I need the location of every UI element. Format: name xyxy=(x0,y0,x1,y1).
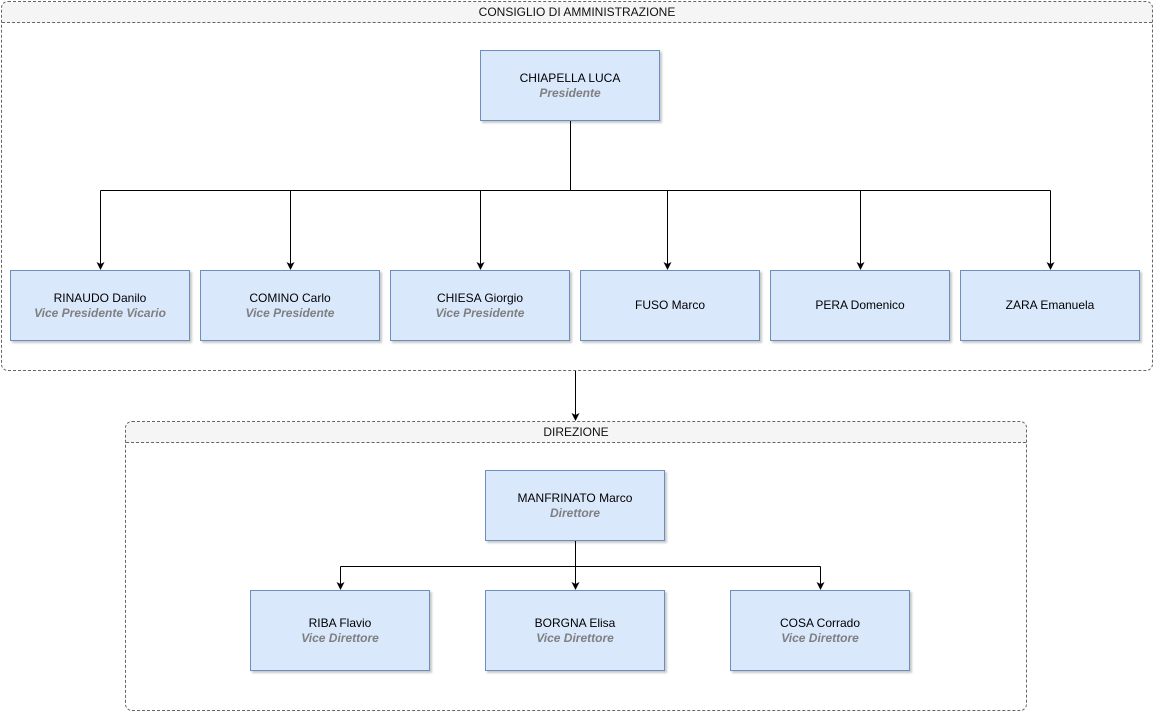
node-name: COMINO Carlo xyxy=(249,290,331,305)
node-role: Presidente xyxy=(539,85,601,100)
node-role: Vice Direttore xyxy=(301,630,379,645)
node-name: ZARA Emanuela xyxy=(1005,298,1095,312)
node-role: Vice Direttore xyxy=(781,630,859,645)
node-name: RIBA Flavio xyxy=(308,615,372,630)
node-board-member[interactable]: COMINO Carlo Vice Presidente xyxy=(200,270,380,341)
node-role: Vice Presidente xyxy=(435,305,525,320)
node-role: Vice Direttore xyxy=(536,630,614,645)
node-board-member[interactable]: RINAUDO Danilo Vice Presidente Vicario xyxy=(10,270,190,341)
board-container-title: CONSIGLIO DI AMMINISTRAZIONE xyxy=(2,2,1152,23)
node-name: COSA Corrado xyxy=(779,615,861,630)
node-president[interactable]: CHIAPELLA LUCA Presidente xyxy=(480,50,660,121)
node-name: RINAUDO Danilo xyxy=(53,290,147,305)
node-role: Vice Presidente Vicario xyxy=(34,305,166,320)
node-board-member[interactable]: PERA Domenico xyxy=(770,270,950,341)
node-deputy[interactable]: BORGNA Elisa Vice Direttore xyxy=(485,590,665,671)
node-name: MANFRINATO Marco xyxy=(517,490,633,505)
node-name: CHIESA Giorgio xyxy=(436,290,524,305)
node-board-member[interactable]: ZARA Emanuela xyxy=(960,270,1140,341)
node-role: Vice Presidente xyxy=(245,305,335,320)
node-name: PERA Domenico xyxy=(815,298,905,312)
node-deputy[interactable]: COSA Corrado Vice Direttore xyxy=(730,590,910,671)
node-name: FUSO Marco xyxy=(634,298,705,312)
node-role: Direttore xyxy=(549,505,600,520)
node-name: CHIAPELLA LUCA xyxy=(519,70,621,85)
node-board-member[interactable]: CHIESA Giorgio Vice Presidente xyxy=(390,270,570,341)
node-director[interactable]: MANFRINATO Marco Direttore xyxy=(485,470,665,541)
direction-container-title: DIREZIONE xyxy=(126,422,1026,443)
node-deputy[interactable]: RIBA Flavio Vice Direttore xyxy=(250,590,430,671)
node-board-member[interactable]: FUSO Marco xyxy=(580,270,760,341)
node-name: BORGNA Elisa xyxy=(534,615,616,630)
